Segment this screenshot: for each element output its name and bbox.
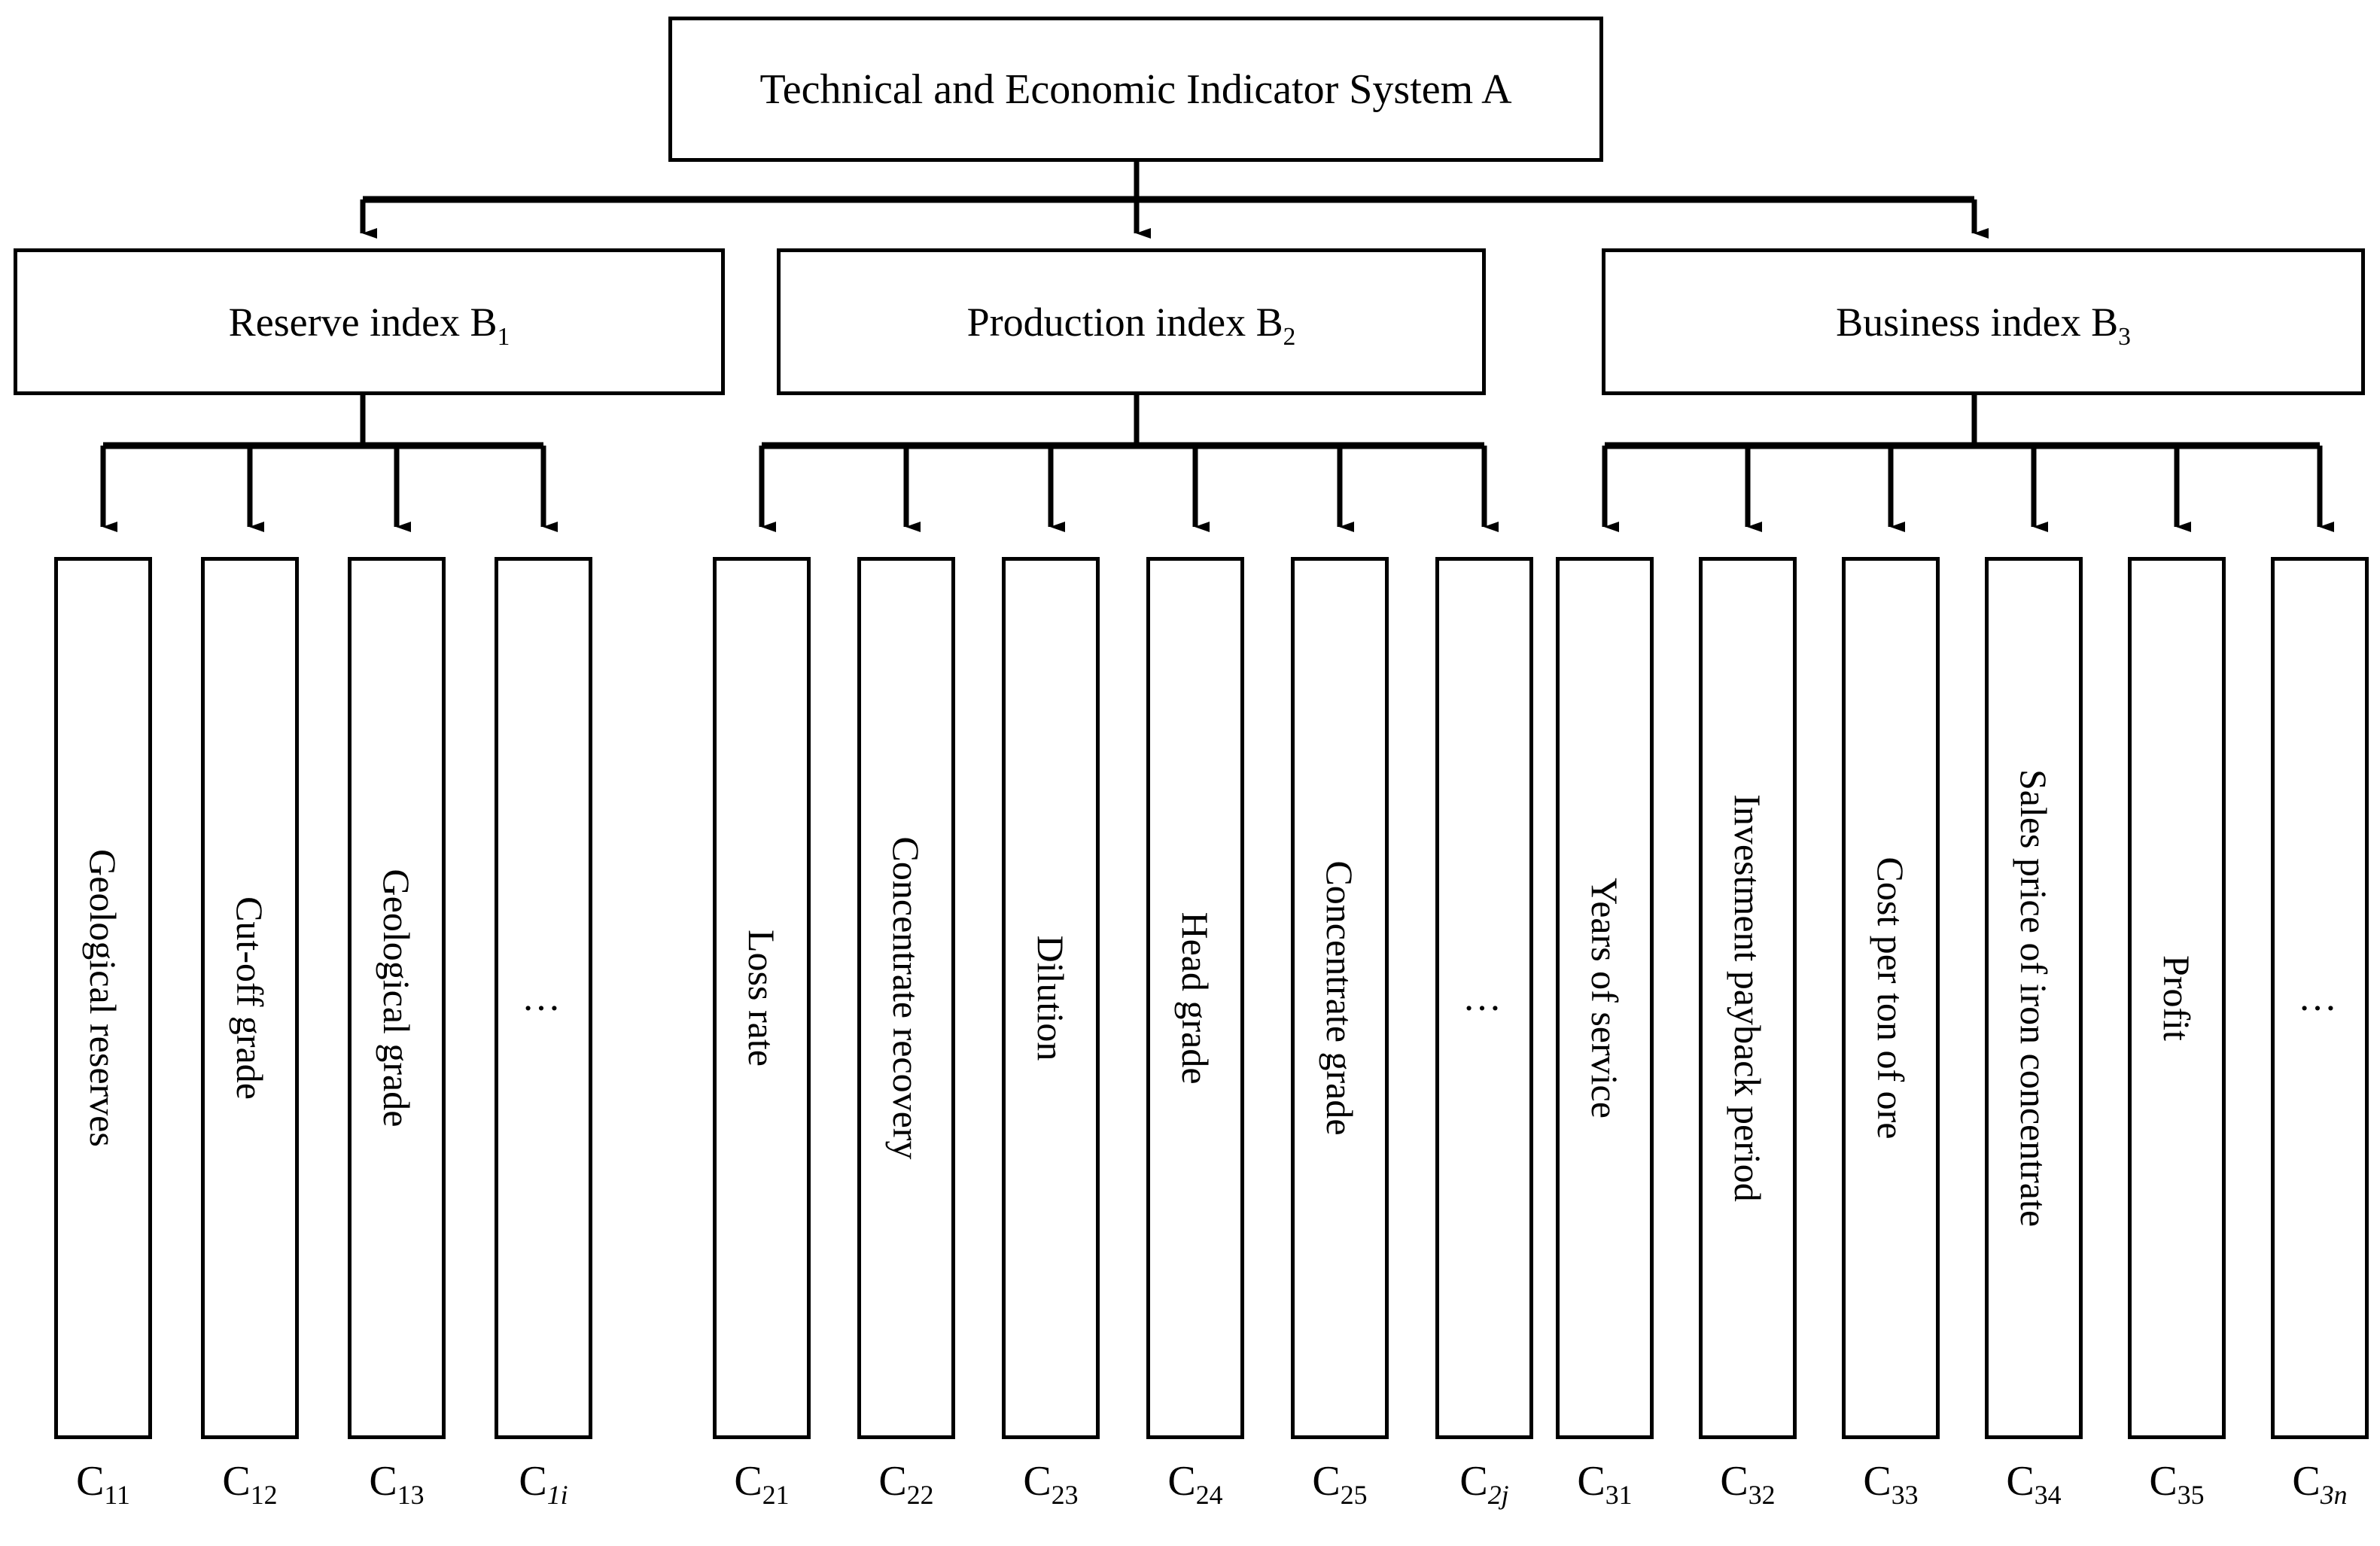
leaf-code-c25: C25 <box>1312 1458 1368 1511</box>
leaf-label-c33: Cost per ton of ore <box>1870 857 1912 1140</box>
leaf-code-c34: C34 <box>2006 1458 2062 1511</box>
leaf-box-c24[interactable]: Head grade <box>1146 557 1244 1439</box>
group-node-label-b1: Reserve index B1 <box>228 299 510 351</box>
leaf-box-c33[interactable]: Cost per ton of ore <box>1842 557 1940 1439</box>
leaf-label-ellipsis-b1: … <box>522 976 565 1019</box>
leaf-box-c3n[interactable]: … <box>2271 557 2369 1439</box>
leaf-box-c31[interactable]: Years of service <box>1556 557 1654 1439</box>
leaf-label-ellipsis-b3: … <box>2298 976 2342 1019</box>
leaf-label-c13: Geological grade <box>376 869 418 1128</box>
root-node-label: Technical and Economic Indicator System … <box>759 65 1512 113</box>
leaf-code-c2j: C2j <box>1459 1458 1509 1511</box>
group-node-production-index[interactable]: Production index B2 <box>777 248 1486 395</box>
leaf-code-c13: C13 <box>369 1458 425 1511</box>
root-node-technical-economic-indicator-system[interactable]: Technical and Economic Indicator System … <box>668 17 1603 162</box>
leaf-code-c23: C23 <box>1023 1458 1079 1511</box>
leaf-box-c35[interactable]: Profit <box>2128 557 2226 1439</box>
leaf-code-c24: C24 <box>1167 1458 1223 1511</box>
leaf-code-c12: C12 <box>222 1458 278 1511</box>
leaf-code-c35: C35 <box>2149 1458 2205 1511</box>
leaf-label-c34: Sales price of iron concentrate <box>2013 768 2055 1228</box>
leaf-label-c22: Concentrate recovery <box>885 836 927 1160</box>
leaf-label-c35: Profit <box>2156 955 2198 1041</box>
leaf-box-c21[interactable]: Loss rate <box>713 557 811 1439</box>
group-node-label-b3: Business index B3 <box>1836 299 2131 351</box>
group-node-business-index[interactable]: Business index B3 <box>1602 248 2365 395</box>
group-node-label-b2: Production index B2 <box>966 299 1296 351</box>
leaf-code-c21: C21 <box>734 1458 790 1511</box>
leaf-label-c21: Loss rate <box>741 930 783 1067</box>
leaf-code-c3n: C3n <box>2292 1458 2348 1511</box>
leaf-box-c11[interactable]: Geological reserves <box>54 557 152 1439</box>
leaf-box-c2j[interactable]: … <box>1435 557 1533 1439</box>
leaf-box-c34[interactable]: Sales price of iron concentrate <box>1985 557 2083 1439</box>
leaf-box-c22[interactable]: Concentrate recovery <box>857 557 955 1439</box>
leaf-label-ellipsis-b2: … <box>1462 976 1506 1019</box>
leaf-code-c32: C32 <box>1720 1458 1776 1511</box>
leaf-label-c32: Investment payback period <box>1727 794 1769 1202</box>
group-node-reserve-index[interactable]: Reserve index B1 <box>14 248 725 395</box>
leaf-label-c24: Head grade <box>1174 911 1216 1085</box>
leaf-box-c25[interactable]: Concentrate grade <box>1291 557 1389 1439</box>
leaf-box-c1i[interactable]: … <box>495 557 592 1439</box>
leaf-label-c12: Cut-off grade <box>229 896 271 1100</box>
leaf-label-c11: Geological reserves <box>82 849 124 1147</box>
leaf-code-c1i: C1i <box>519 1458 568 1511</box>
leaf-box-c32[interactable]: Investment payback period <box>1699 557 1797 1439</box>
leaf-code-c11: C11 <box>76 1458 130 1511</box>
leaf-code-c31: C31 <box>1577 1458 1633 1511</box>
leaf-box-c13[interactable]: Geological grade <box>348 557 446 1439</box>
leaf-code-c33: C33 <box>1863 1458 1919 1511</box>
leaf-label-c31: Years of service <box>1584 878 1626 1118</box>
leaf-box-c23[interactable]: Dilution <box>1002 557 1100 1439</box>
leaf-label-c23: Dilution <box>1030 935 1072 1061</box>
leaf-code-c22: C22 <box>878 1458 934 1511</box>
leaf-box-c12[interactable]: Cut-off grade <box>201 557 299 1439</box>
leaf-label-c25: Concentrate grade <box>1319 860 1361 1136</box>
